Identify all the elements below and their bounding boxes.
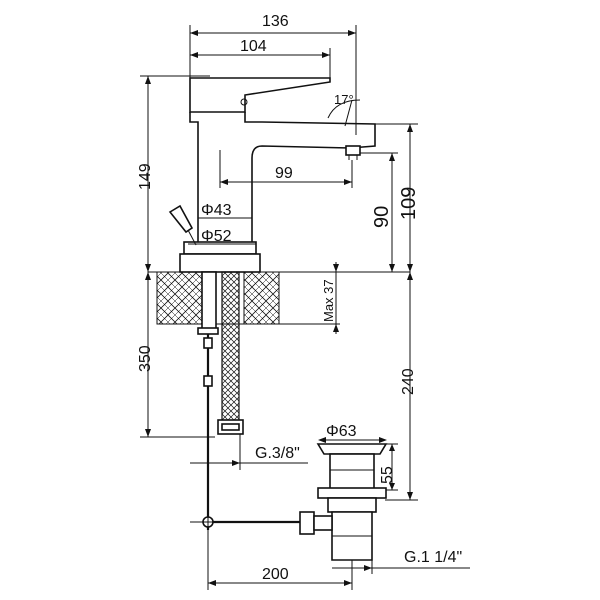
dimension-spout-reach: 99 <box>219 150 353 188</box>
max-deck-thickness-label: Max 37 <box>321 279 336 322</box>
dimension-max-deck-thickness: Max 37 <box>321 262 339 334</box>
overall-width-label: 136 <box>262 13 289 30</box>
dimension-hose-length: 350 <box>137 272 215 438</box>
dimension-body-diameter: Φ43 <box>198 202 252 219</box>
dimension-total-height: 149 <box>137 75 210 272</box>
waste-diameter-label: Φ63 <box>326 423 357 440</box>
hose-length-label: 350 <box>137 345 154 372</box>
spout-width-label: 104 <box>240 38 267 55</box>
dimension-overall-width: 136 <box>189 13 357 135</box>
rod-horizontal-label: 200 <box>262 566 289 583</box>
dimension-spout-width: 104 <box>190 38 331 78</box>
waste-thread-label: G.1 1/4" <box>404 549 462 566</box>
supply-hose <box>197 271 244 530</box>
countertop-section <box>148 271 410 325</box>
popup-rod <box>190 500 300 590</box>
dimension-hose-connection: G.3/8" <box>190 434 308 470</box>
dimension-rod-horizontal: 200 <box>208 560 353 590</box>
base-diameter-label: Φ52 <box>201 228 232 245</box>
dimension-waste-thread: G.1 1/4" <box>332 549 470 574</box>
height-above-deck-label: 109 <box>398 187 420 220</box>
spout-angle-label: 17° <box>334 92 354 107</box>
faucet-body: 17° <box>168 77 376 273</box>
waste-assembly: Φ63 <box>299 423 388 561</box>
spout-reach-label: 99 <box>275 165 293 182</box>
dimension-base-diameter: Φ52 <box>188 228 256 245</box>
dimension-waste-rod-length: 240 <box>385 272 418 501</box>
hose-connection-label: G.3/8" <box>255 445 300 462</box>
body-diameter-label: Φ43 <box>201 202 232 219</box>
spout-outlet-height-label: 90 <box>371 206 393 228</box>
total-height-label: 149 <box>137 163 154 190</box>
dimension-spout-outlet-height: 90 <box>360 152 398 272</box>
waste-rod-length-label: 240 <box>400 368 417 395</box>
waste-height-label: 55 <box>379 466 396 484</box>
